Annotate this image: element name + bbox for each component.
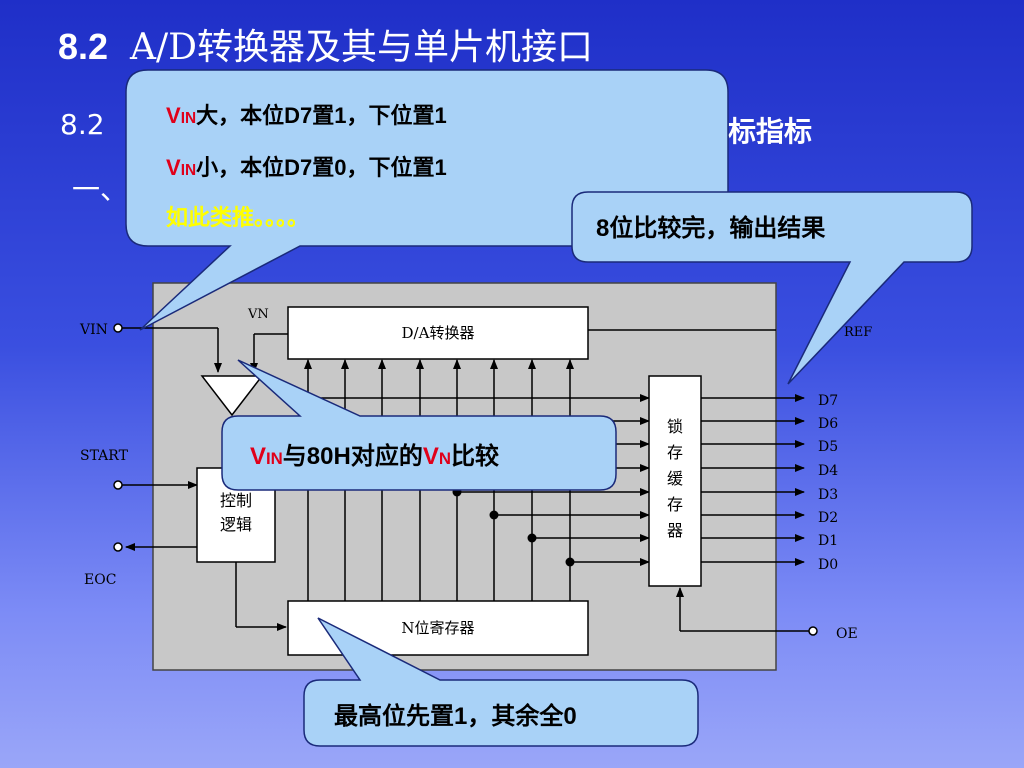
callout-top-text2: 小，本位D7置0，下位置1 <box>196 155 447 180</box>
vin-v: V <box>166 155 181 180</box>
list-marker: 一、 <box>72 173 129 206</box>
slide-title: 8.2 A/D转换器及其与单片机接口 <box>58 18 593 70</box>
start-label: START <box>80 448 129 464</box>
latch-char: 缓 <box>667 469 683 488</box>
vn-sub: N <box>438 449 451 468</box>
vin-sub: IN <box>180 162 197 179</box>
start-terminal <box>113 480 123 490</box>
dac-block <box>287 306 589 360</box>
section-heading-fragment: 标指标 <box>728 115 813 148</box>
output-label: D3 <box>818 487 838 503</box>
callout-top-text1: 大，本位D7置1，下位置1 <box>196 103 447 128</box>
callout-middle <box>221 359 617 491</box>
output-label: D1 <box>818 533 838 549</box>
oe-terminal <box>808 626 818 636</box>
output-label: D4 <box>818 463 838 479</box>
oe-label: OE <box>836 626 858 642</box>
output-label: D0 <box>818 557 838 573</box>
eoc-terminal <box>113 542 123 552</box>
vin-sub: IN <box>180 110 197 127</box>
callout-middle-text: VIN与80H对应的VN比较 <box>250 436 499 471</box>
callout-top <box>125 69 729 331</box>
latch-char: 存 <box>667 495 683 514</box>
title-text: A/D转换器及其与单片机接口 <box>130 27 594 68</box>
latch-char: 器 <box>667 521 683 540</box>
callout-bottom <box>303 617 699 747</box>
latch-char: 锁 <box>667 417 683 436</box>
output-label: D2 <box>818 510 838 526</box>
callout-top-line2: VIN小，本位D7置0，下位置1 <box>166 150 447 182</box>
output-label: D5 <box>818 439 838 455</box>
vin-sub: IN <box>266 449 283 468</box>
callout-right-text: 8位比较完，输出结果 <box>596 215 826 242</box>
control-label-2: 逻辑 <box>220 515 252 534</box>
comparator <box>200 375 264 417</box>
vin-terminal <box>113 323 123 333</box>
eoc-label: EOC <box>84 572 116 588</box>
callout-top-line1: VIN大，本位D7置1，下位置1 <box>166 98 447 130</box>
control-label-1: 控制 <box>220 491 252 510</box>
vin-v: V <box>166 103 181 128</box>
section-number: 8.2 <box>60 108 105 141</box>
callout-top-line3: 如此类推。。。。 <box>166 205 310 230</box>
callout-bottom-text: 最高位先置1，其余全0 <box>334 703 577 730</box>
vn-label: VN <box>247 307 269 322</box>
output-label: D6 <box>818 416 838 432</box>
vin-label: VIN <box>79 322 108 338</box>
vn-v: V <box>422 443 439 470</box>
output-lines <box>701 394 805 566</box>
latch-char: 存 <box>667 443 683 462</box>
latch-buffer-block <box>648 375 702 587</box>
output-label: D7 <box>818 393 838 409</box>
dac-label: D/A转换器 <box>402 324 475 342</box>
register-label: N位寄存器 <box>401 619 474 637</box>
vref-label: REF <box>844 325 872 340</box>
callout-right <box>571 191 973 385</box>
callout-middle-mid: 与80H对应的 <box>282 443 423 470</box>
callout-middle-end: 比较 <box>450 443 499 470</box>
title-number: 8.2 <box>58 26 109 67</box>
vin-v: V <box>250 443 267 470</box>
